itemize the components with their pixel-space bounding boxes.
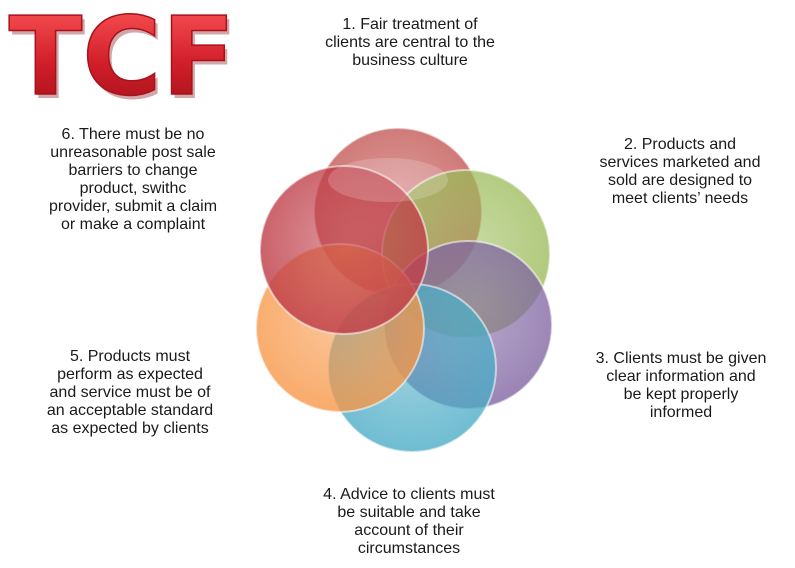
principle-5-product-performance-text: 5. Products must perform as expected and… [46, 348, 214, 437]
petal-highlight [328, 158, 448, 202]
principle-6-no-barriers-text: 6. There must be no unreasonable post sa… [48, 126, 218, 233]
principle-2-products-designed-text: 2. Products and services marketed and so… [599, 136, 761, 207]
tcf-logo-text: TCF [9, 8, 236, 108]
tcf-petal-diagram [255, 127, 553, 453]
principle-4-suitable-advice-text: 4. Advice to clients must be suitable an… [323, 486, 495, 557]
petal-6-crimson [259, 165, 429, 335]
tcf-logo: TCF TCF [8, 8, 238, 108]
principle-3-clear-information-text: 3. Clients must be given clear informati… [595, 350, 767, 421]
principle-1-fair-treatment-text: 1. Fair treatment of clients are central… [325, 16, 495, 69]
tcf-logo-shadow: TCF [12, 8, 238, 108]
